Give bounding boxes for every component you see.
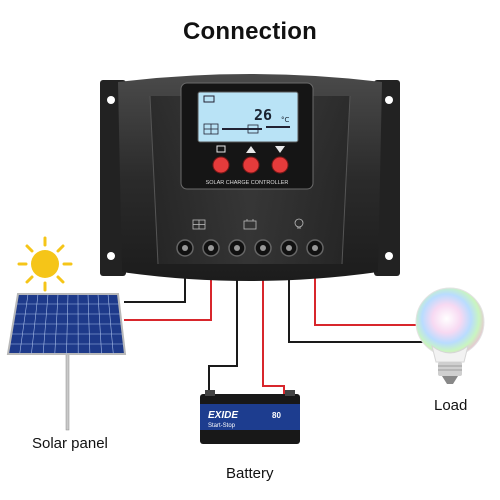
button-icon-row (216, 145, 285, 153)
menu-icon (216, 145, 226, 153)
mount-hole (385, 96, 393, 104)
lcd-solar-icon (203, 123, 219, 135)
charge-controller: 26 °C SOLAR CHARGE CONTROLLER (100, 74, 400, 281)
solar-terminal-icon (192, 219, 206, 230)
up-arrow-icon (246, 146, 256, 153)
load-terminal-icon (294, 218, 304, 229)
battery-label: Battery (226, 465, 274, 482)
lcd-temperature-value: 26 (254, 106, 272, 124)
lcd-flow-icon (222, 124, 290, 134)
lcd-battery-icon (203, 95, 215, 103)
page-title: Connection (183, 18, 317, 45)
down-button[interactable] (271, 156, 289, 174)
lcd-temperature-unit: °C (281, 116, 290, 124)
solar-panel-label: Solar panel (32, 435, 108, 452)
body-ridge (149, 95, 159, 265)
body-ridge (341, 95, 351, 265)
load-label: Load (434, 397, 468, 414)
solar-panel-grid (9, 293, 124, 355)
terminal-row (176, 239, 324, 257)
battery-terminal-icon (243, 219, 257, 230)
battery-capacity: 80 (272, 411, 281, 420)
wire-load-negative (288, 252, 440, 343)
sun-icon (17, 236, 73, 292)
controller-panel-label: SOLAR CHARGE CONTROLLER (206, 180, 289, 186)
mount-hole (385, 252, 393, 260)
battery: EXIDE Start-Stop 80 (200, 390, 300, 444)
wire-battery-positive (262, 252, 285, 396)
solar-panel (6, 293, 127, 431)
menu-button[interactable] (212, 156, 230, 174)
mount-hole (107, 252, 115, 260)
mount-hole (107, 96, 115, 104)
light-bulb-icon (415, 287, 485, 384)
battery-brand: EXIDE (208, 410, 238, 421)
wire-battery-negative (208, 252, 238, 396)
up-button[interactable] (242, 156, 260, 174)
battery-model: Start-Stop (208, 423, 236, 429)
down-arrow-icon (275, 146, 285, 153)
